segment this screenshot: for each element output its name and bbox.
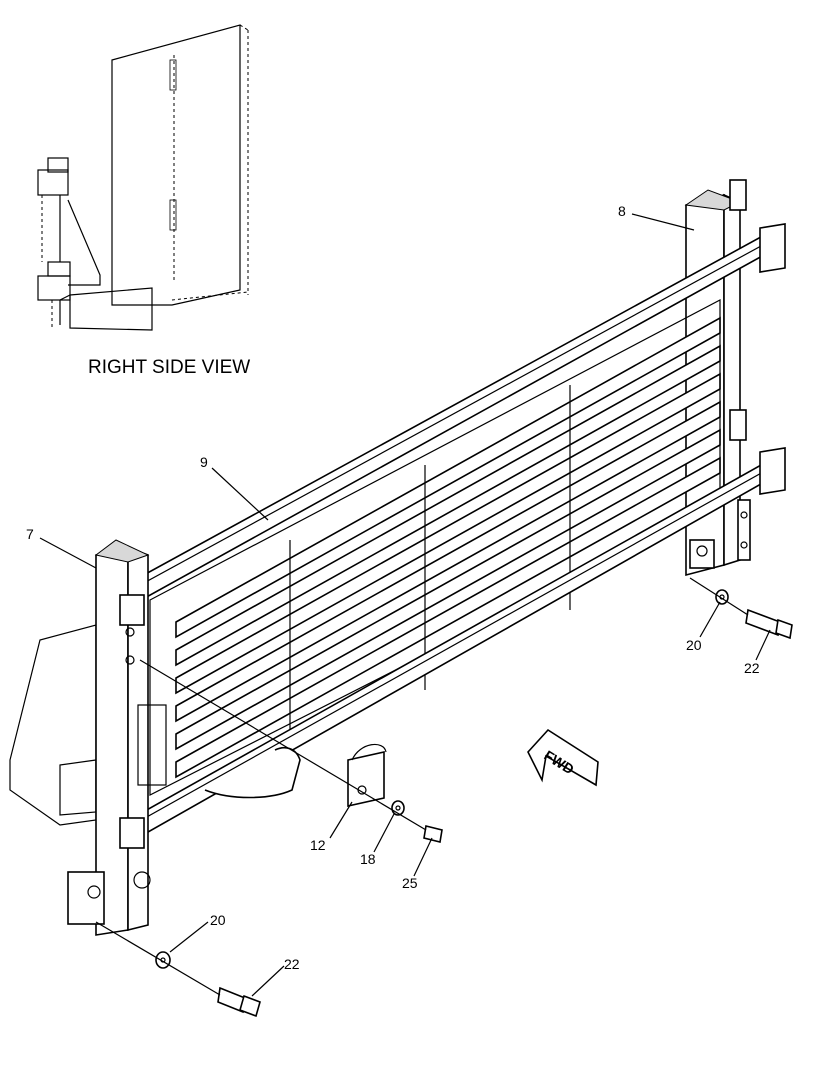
fin-3	[175, 372, 721, 695]
left-bolt-head	[239, 994, 261, 1018]
hardware	[95, 577, 793, 1018]
inset-dash-bottom	[171, 291, 249, 301]
hose-handle	[204, 746, 301, 799]
left-rail-socket-top	[119, 594, 145, 626]
core-fins	[175, 316, 721, 779]
leader-20-left	[169, 921, 209, 953]
inset-bracket-2	[47, 157, 69, 173]
left-rail-socket-bottom	[119, 817, 145, 849]
inset-hinge-lower	[169, 199, 177, 231]
fin-4	[175, 400, 721, 723]
inset-bracket-3	[47, 261, 71, 277]
callout-20-left: 20	[210, 912, 226, 928]
right-side-view-inset: RIGHT SIDE VIEW	[37, 24, 250, 378]
top-rail-body	[118, 230, 784, 606]
left-washer	[155, 951, 171, 969]
callout-20-right: 20	[686, 637, 702, 653]
bottom-rail-edge	[119, 466, 773, 833]
condenser-core	[149, 299, 721, 796]
left-side-bracket	[9, 624, 97, 826]
center-bolt	[423, 825, 443, 843]
right-upper-clamp	[729, 179, 747, 211]
inset-lower-box	[69, 287, 153, 331]
callout-22-left: 22	[284, 956, 300, 972]
center-washer-hole	[395, 805, 401, 811]
leader-lines	[39, 213, 771, 997]
inset-hinge-upper	[169, 59, 177, 91]
callout-22-right: 22	[744, 660, 760, 676]
left-upright	[67, 539, 167, 936]
inset-bracket-1	[37, 169, 69, 196]
right-foot-hole	[696, 545, 708, 557]
leader-25	[413, 837, 433, 877]
right-hardware-axis	[689, 577, 749, 616]
top-rail-edge	[119, 239, 773, 597]
left-upright-cap	[94, 539, 150, 563]
leader-18	[373, 813, 395, 853]
fin-6	[175, 456, 721, 779]
left-receiver-drier	[137, 704, 167, 786]
leader-20-right	[699, 601, 721, 638]
left-hardware-axis	[95, 921, 221, 996]
right-upright-foot	[689, 539, 715, 569]
leader-22-left	[251, 965, 285, 997]
center-bracket-body	[347, 751, 385, 807]
left-mount-pocket	[59, 759, 97, 816]
inset-dash-top	[239, 24, 249, 31]
inset-bracket-4	[37, 275, 71, 301]
right-clamp-bolt-2	[740, 541, 748, 549]
inset-title: RIGHT SIDE VIEW	[88, 357, 250, 378]
fwd-direction-arrow: FWD	[527, 728, 599, 787]
callout-18: 18	[360, 851, 376, 867]
right-mid-clamp	[729, 409, 747, 441]
inset-panel	[111, 24, 241, 306]
callout-9: 9	[200, 454, 208, 470]
left-foot-block	[67, 871, 105, 925]
bottom-rail-end	[759, 447, 786, 495]
left-bolt-shank	[217, 986, 246, 1014]
inset-brace	[67, 199, 101, 286]
fin-2	[175, 344, 721, 667]
right-bolt-head	[775, 618, 793, 640]
right-bolt-shank	[745, 608, 781, 637]
leader-22-right	[755, 629, 771, 661]
right-clamp-bolt-1	[740, 511, 748, 519]
hose-loop	[204, 746, 301, 799]
fin-1	[175, 316, 721, 639]
left-mount-plate	[9, 624, 97, 826]
center-bracket-curve	[351, 743, 387, 761]
center-bracket	[347, 743, 387, 807]
inset-box-edge	[59, 294, 71, 301]
right-side-clamp	[737, 499, 751, 561]
left-upright-hole-1	[125, 627, 135, 637]
center-hardware-axis	[139, 659, 427, 831]
left-fitting	[133, 871, 151, 889]
fwd-arrow-shape	[527, 728, 599, 787]
left-upright-hole-2	[125, 655, 135, 665]
callout-labels: 8 9 7 20 22 12 18 25 20 22	[26, 203, 760, 972]
callout-12: 12	[310, 837, 326, 853]
right-washer	[715, 589, 729, 605]
left-foot-hole	[87, 885, 101, 899]
callout-8: 8	[618, 203, 626, 219]
leader-12	[329, 801, 353, 839]
top-rail-end	[759, 223, 786, 273]
fin-5	[175, 428, 721, 751]
callout-25: 25	[402, 875, 418, 891]
callout-7: 7	[26, 526, 34, 542]
leader-9	[211, 467, 269, 521]
leader-7	[39, 537, 97, 569]
leader-8	[631, 213, 695, 231]
